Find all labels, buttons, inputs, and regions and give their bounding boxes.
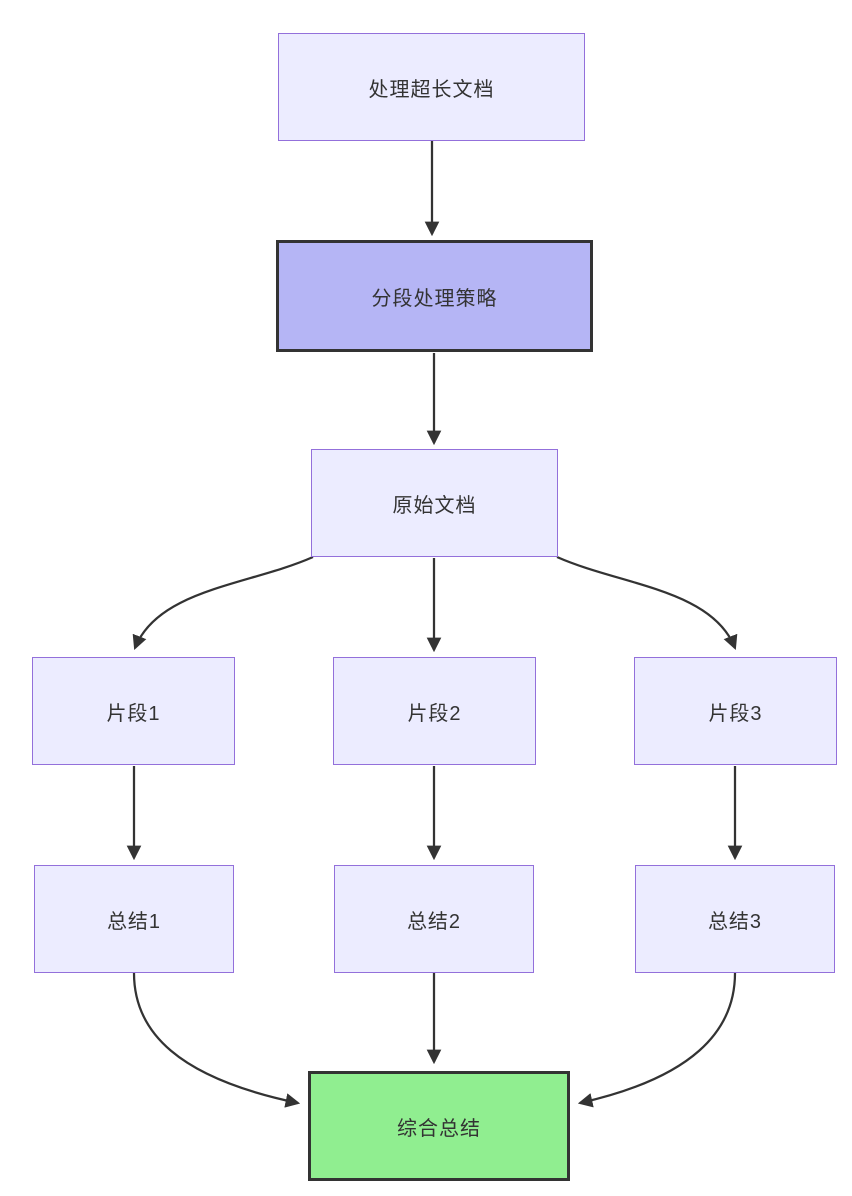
edge-original-to-segment1 (132, 555, 314, 651)
edge-summary1-to-final (132, 972, 301, 1108)
node-segment-1: 片段1 (32, 657, 235, 765)
node-segment-strategy: 分段处理策略 (276, 240, 593, 352)
edge-original-to-segment3 (556, 555, 738, 651)
node-process-long-doc: 处理超长文档 (278, 33, 585, 141)
node-summary-2: 总结2 (334, 865, 534, 973)
node-original-doc: 原始文档 (311, 449, 558, 557)
node-final-summary: 综合总结 (308, 1071, 570, 1181)
node-summary-3: 总结3 (635, 865, 835, 973)
node-segment-3: 片段3 (634, 657, 837, 765)
edge-summary3-to-final (577, 972, 737, 1108)
node-summary-1: 总结1 (34, 865, 234, 973)
node-segment-2: 片段2 (333, 657, 536, 765)
